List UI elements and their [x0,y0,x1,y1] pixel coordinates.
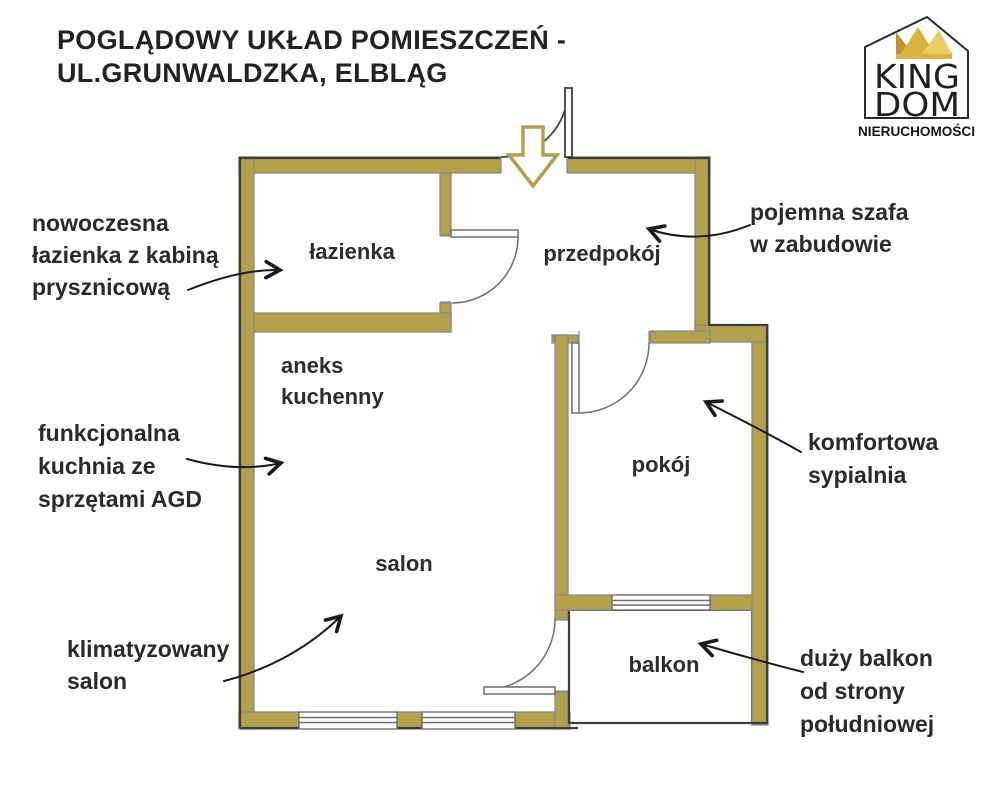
wall-balcony-north-left [554,594,613,611]
arrow-wardrobe [645,224,751,243]
wall-balcony-north-right [709,594,753,611]
annotation-kitchen: funkcjonalna kuchnia ze sprzętami AGD [38,420,203,512]
room-label-bathroom: łazienka [309,239,395,264]
outer-outline [238,156,769,730]
logo-subtitle: NIERUCHOMOŚCI [858,124,975,139]
annotation-bathroom: nowoczesna łazienka z kabiną prysznicową [32,210,219,300]
wall-bottom-b [396,711,423,730]
balcony-door [483,618,556,695]
arrow-kitchen [186,456,285,476]
arrow-balcony [697,638,804,673]
window-bedroom-balcony [611,594,711,611]
wall-bottom-a [238,711,300,730]
wall-bedroom-north [649,330,711,344]
windows [298,594,711,730]
down-arrow-icon [505,125,561,189]
page-title: POGLĄDOWY UKŁAD POMIESZCZEŃ - UL.GRUNWAL… [57,24,566,90]
arrow-bathroom [187,259,284,291]
balcony-outline [568,609,753,724]
wall-east [751,341,769,726]
arrow-living [223,613,344,682]
kingdom-logo: KING DOM NIERUCHOMOŚCI [858,15,975,139]
bathroom-door [450,229,519,304]
window-living-right [421,711,516,730]
annotation-wardrobe: pojemna szafa w zabudowie [750,199,909,257]
logo-word-dom: DOM [874,85,960,124]
crown-icon [896,27,952,59]
bedroom-door [571,342,650,414]
walls [238,156,769,730]
annotation-living: klimatyzowany salon [67,636,230,694]
logo-word-king: KING [874,57,960,96]
wall-left [238,156,255,730]
page-title-line2: UL.GRUNWALDZKA, ELBLĄG [57,58,448,88]
wall-top [238,156,711,174]
room-label-balcony: balkon [628,652,700,677]
annotation-balcony: duży balkon od strony południowej [800,645,935,737]
wall-hallway-east [694,156,711,326]
wall-divider-lower [554,691,569,730]
arrow-bedroom [702,399,802,453]
window-living-left [298,711,398,730]
wall-bath-east-upper [439,172,452,236]
page-title-line1: POGLĄDOWY UKŁAD POMIESZCZEŃ - [57,25,567,55]
wall-bath-south [253,312,452,333]
annotation-arrows [186,224,804,682]
room-label-hallway: przedpokój [543,241,661,266]
room-label-living: salon [375,551,433,576]
room-label-kitchenette: aneks kuchenny [281,353,384,409]
annotation-bedroom: komfortowa sypialnia [808,429,939,488]
wall-living-bedroom-divider [554,334,569,621]
room-label-bedroom: pokój [631,452,691,477]
